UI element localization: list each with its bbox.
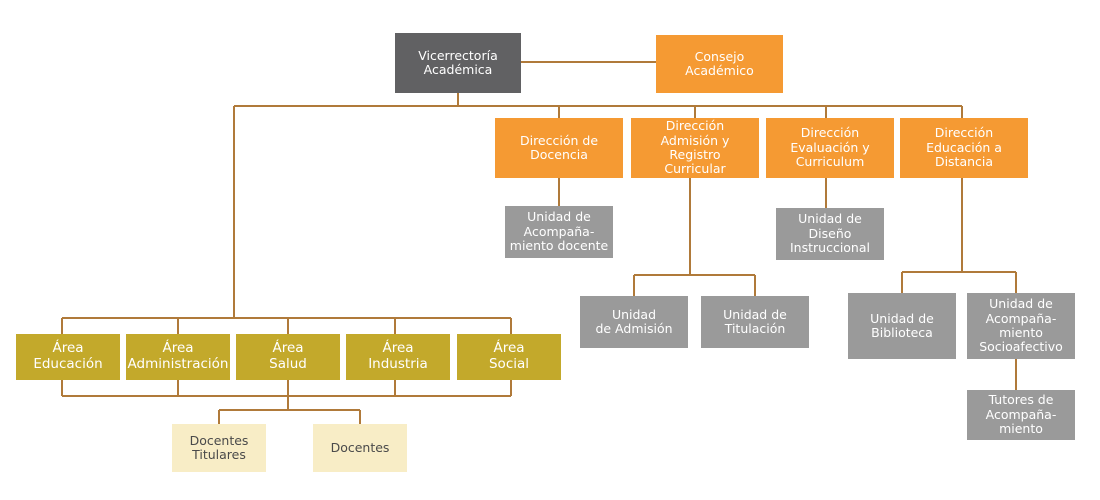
- box-area-salud: Área Salud: [236, 334, 340, 380]
- box-vicerrectoria-academica: Vicerrectoría Académica: [395, 33, 521, 93]
- box-unidad-admision: Unidad de Admisión: [580, 296, 688, 348]
- box-tutores-acompanamiento: Tutores de Acompaña- miento: [967, 390, 1075, 440]
- box-direccion-admision-registro: Dirección Admisión y Registro Curricular: [631, 118, 759, 178]
- box-area-administracion: Área Administración: [126, 334, 230, 380]
- box-direccion-educacion-distancia: Dirección Educación a Distancia: [900, 118, 1028, 178]
- box-area-social: Área Social: [457, 334, 561, 380]
- box-direccion-evaluacion-curriculum: Dirección Evaluación y Curriculum: [766, 118, 894, 178]
- box-unidad-acompanamiento-docente: Unidad de Acompaña- miento docente: [505, 206, 613, 258]
- box-area-industria: Área Industria: [346, 334, 450, 380]
- box-unidad-titulacion: Unidad de Titulación: [701, 296, 809, 348]
- box-area-educacion: Área Educación: [16, 334, 120, 380]
- box-direccion-docencia: Dirección de Docencia: [495, 118, 623, 178]
- box-unidad-biblioteca: Unidad de Biblioteca: [848, 293, 956, 359]
- box-consejo-academico: Consejo Académico: [656, 35, 783, 93]
- box-unidad-acompanamiento-socioafectivo: Unidad de Acompaña- miento Socioafectivo: [967, 293, 1075, 359]
- box-unidad-diseno-instruccional: Unidad de Diseño Instruccional: [776, 208, 884, 260]
- box-docentes-titulares: Docentes Titulares: [172, 424, 266, 472]
- box-docentes: Docentes: [313, 424, 407, 472]
